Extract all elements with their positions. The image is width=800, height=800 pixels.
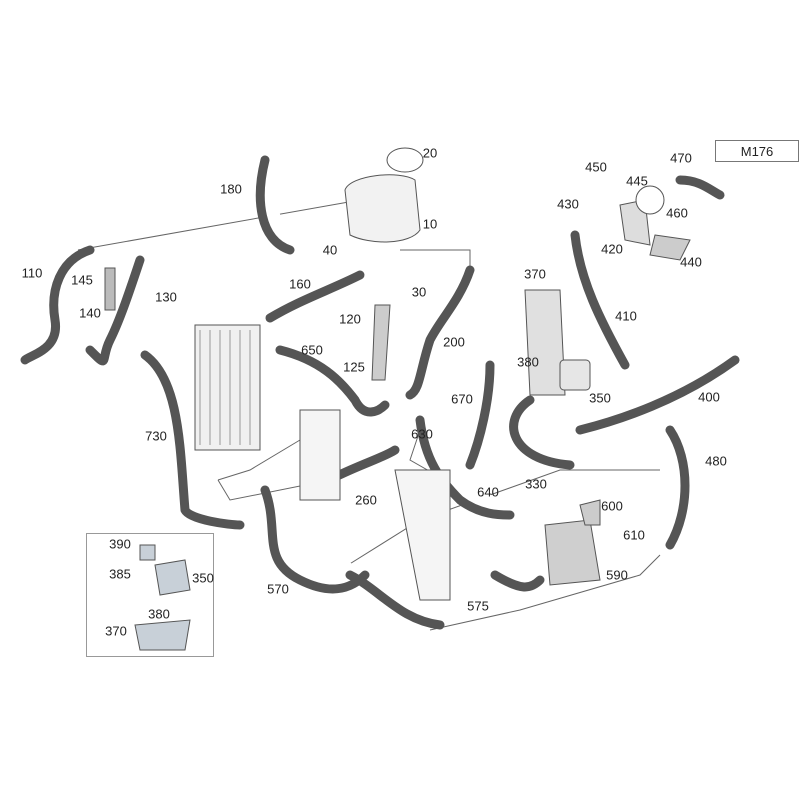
part-label[interactable]: 610 bbox=[623, 527, 645, 543]
part-label[interactable]: 40 bbox=[322, 242, 338, 258]
part-label[interactable]: 370 bbox=[524, 266, 546, 282]
part-label[interactable]: 630 bbox=[411, 426, 433, 442]
part-label[interactable]: 600 bbox=[601, 498, 623, 514]
part-label[interactable]: 650 bbox=[301, 342, 323, 358]
part-label[interactable]: 575 bbox=[467, 598, 489, 614]
part-label[interactable]: 330 bbox=[525, 476, 547, 492]
part-label[interactable]: 590 bbox=[606, 567, 628, 583]
engine-model-box: M176 bbox=[715, 140, 799, 162]
inset-detail-box bbox=[86, 533, 214, 657]
part-label[interactable]: 130 bbox=[155, 289, 177, 305]
part-label[interactable]: 145 bbox=[71, 272, 93, 288]
part-label[interactable]: 640 bbox=[477, 484, 499, 500]
part-label[interactable]: 730 bbox=[145, 428, 167, 444]
part-label[interactable]: 200 bbox=[443, 334, 465, 350]
part-label[interactable]: 450 bbox=[585, 159, 607, 175]
part-label[interactable]: 370 bbox=[105, 623, 127, 639]
part-label[interactable]: 20 bbox=[422, 145, 438, 161]
part-label[interactable]: 400 bbox=[698, 389, 720, 405]
part-label[interactable]: 30 bbox=[411, 284, 427, 300]
part-label[interactable]: 430 bbox=[557, 196, 579, 212]
part-label[interactable]: 385 bbox=[109, 566, 131, 582]
hoses bbox=[20, 155, 740, 630]
part-label[interactable]: 410 bbox=[615, 308, 637, 324]
part-label[interactable]: 570 bbox=[267, 581, 289, 597]
part-label[interactable]: 160 bbox=[289, 276, 311, 292]
part-label[interactable]: 180 bbox=[220, 181, 242, 197]
part-label[interactable]: 125 bbox=[343, 359, 365, 375]
part-label[interactable]: 460 bbox=[666, 205, 688, 221]
part-label[interactable]: 120 bbox=[339, 311, 361, 327]
part-label[interactable]: 390 bbox=[109, 536, 131, 552]
part-label[interactable]: 445 bbox=[626, 173, 648, 189]
part-label[interactable]: 440 bbox=[680, 254, 702, 270]
part-label[interactable]: 380 bbox=[517, 354, 539, 370]
part-label[interactable]: 140 bbox=[79, 305, 101, 321]
components bbox=[104, 147, 691, 651]
part-label[interactable]: 420 bbox=[601, 241, 623, 257]
part-label[interactable]: 10 bbox=[422, 216, 438, 232]
part-label[interactable]: 350 bbox=[192, 570, 214, 586]
part-label[interactable]: 480 bbox=[705, 453, 727, 469]
part-label[interactable]: 670 bbox=[451, 391, 473, 407]
part-label[interactable]: 260 bbox=[355, 492, 377, 508]
part-label[interactable]: 110 bbox=[21, 265, 43, 281]
part-label[interactable]: 350 bbox=[589, 390, 611, 406]
part-label[interactable]: 380 bbox=[148, 606, 170, 622]
part-label[interactable]: 470 bbox=[670, 150, 692, 166]
